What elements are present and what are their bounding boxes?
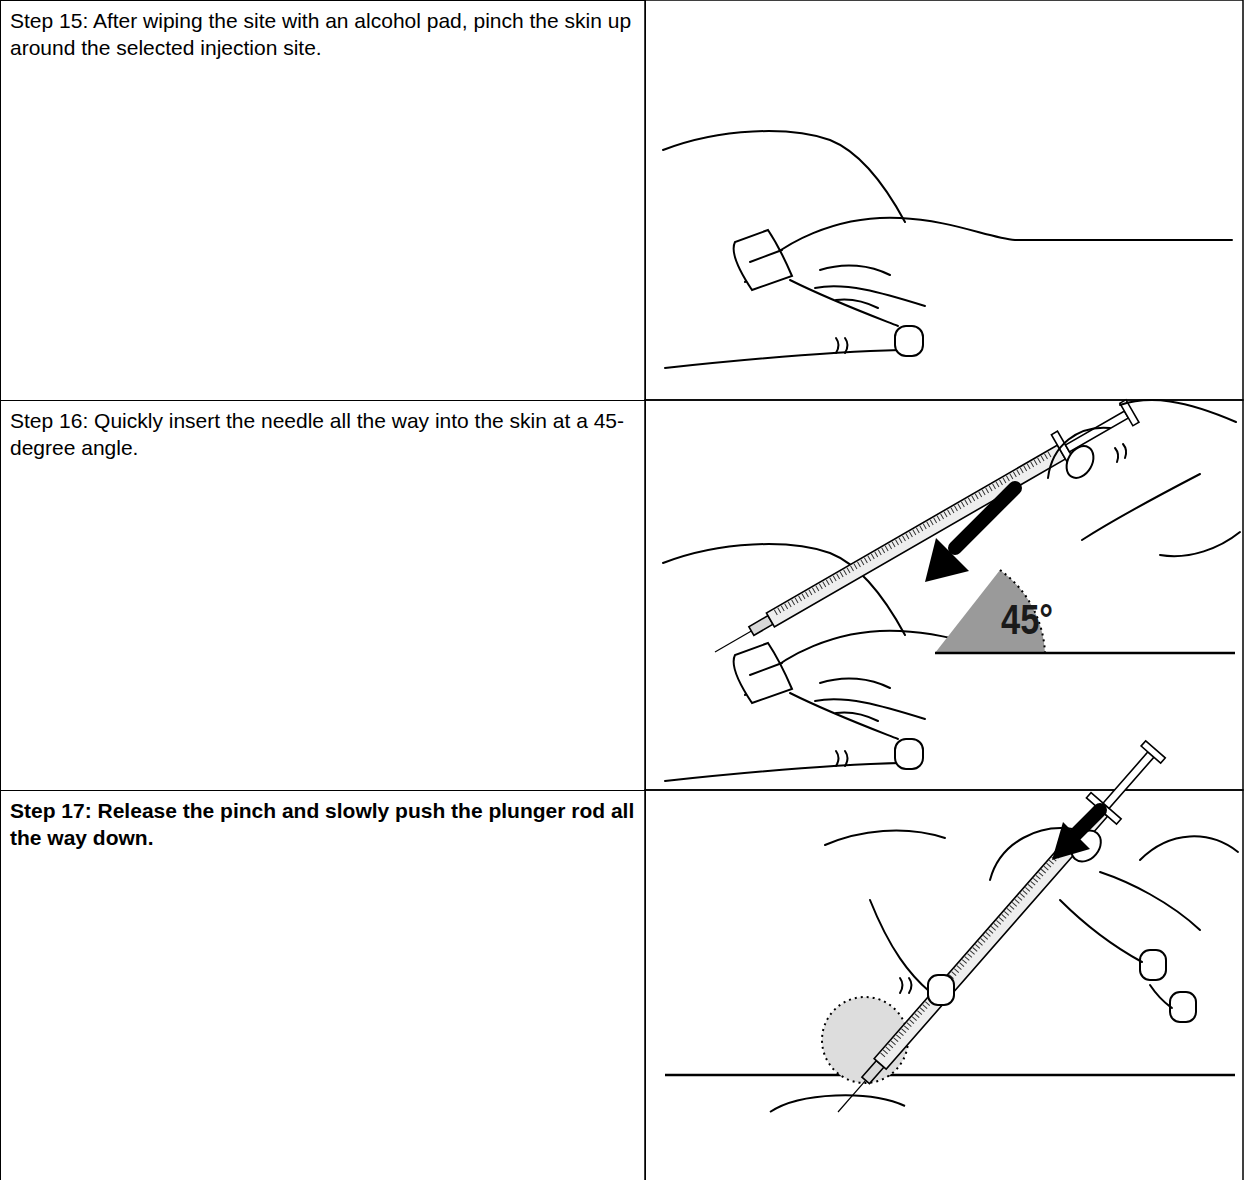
skin-line [665,1074,1235,1077]
finger-nail [928,975,954,1005]
step-text: Step 17: Release the pinch and slowly pu… [10,797,636,851]
finger-outline [1160,532,1240,556]
finger-outline [870,900,930,992]
finger-outline [1060,900,1142,962]
syringe [823,736,1171,1125]
syringe [705,394,1142,670]
hand-outline [1140,836,1238,860]
direction-arrow [955,488,1015,548]
holding-hand [1048,400,1240,556]
arrow-head [1052,822,1090,860]
skin-bump [770,1095,905,1112]
finger-nail [1140,950,1166,980]
motion-marks [1115,444,1126,462]
skin-line [935,652,1235,655]
motion-marks [900,978,912,993]
hand-outline [1120,400,1236,422]
finger-outline [1150,985,1172,1008]
table-cell [645,790,1243,1180]
hand-outline [825,831,945,845]
arrow-head [925,538,969,582]
table-cell [645,0,1243,400]
direction-arrow [1075,810,1100,835]
table-cell [645,400,1243,790]
finger-outline [1082,474,1200,540]
step-text: Step 15: After wiping the site with an a… [10,7,636,61]
instruction-cell: Step 17: Release the pinch and slowly pu… [0,790,646,1180]
instruction-cell: Step 16: Quickly insert the needle all t… [0,400,646,791]
angle-label: 45° [1001,596,1053,644]
hands [825,825,1238,1022]
step-text: Step 16: Quickly insert the needle all t… [10,407,636,461]
instruction-cell: Step 15: After wiping the site with an a… [0,0,646,401]
thumb-nail [1061,441,1099,482]
pinching-hand [663,131,1232,368]
finger-outline [1100,872,1200,930]
finger-nail [1170,992,1196,1022]
